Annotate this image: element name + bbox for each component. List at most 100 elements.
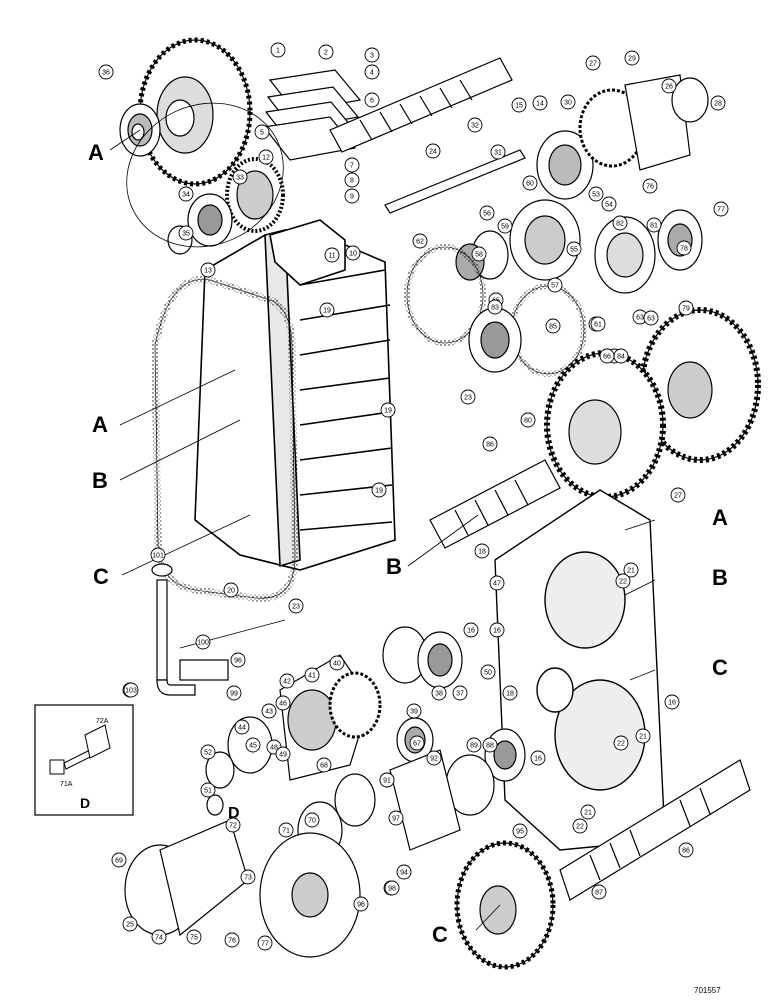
part-number-78: 78 — [680, 246, 688, 253]
part-callout-circle — [642, 178, 658, 194]
part-number-53: 53 — [592, 192, 600, 199]
spur-gear-63 — [639, 307, 761, 463]
part-callout-circle — [223, 582, 239, 598]
housing-gasket — [151, 275, 299, 602]
part-callout-circle — [426, 750, 442, 766]
part-number-21: 21 — [584, 810, 592, 817]
part-callout-circle — [324, 247, 340, 263]
part-callout-circle — [463, 622, 479, 638]
part-number-16: 16 — [467, 628, 475, 635]
part-number-40: 40 — [333, 661, 341, 668]
part-callout-circle — [195, 634, 211, 650]
part-callout-circle — [304, 812, 320, 828]
part-callout-circle — [545, 318, 561, 334]
part-callout-circle — [275, 746, 291, 762]
part-number-67: 67 — [413, 741, 421, 748]
reference-letters: A A B C B A B C C D — [88, 140, 728, 947]
part-number-35: 35 — [182, 231, 190, 238]
part-number-36: 36 — [102, 70, 110, 77]
part-number-94: 94 — [400, 870, 408, 877]
part-callout-circle — [676, 240, 692, 256]
part-callout-circle — [364, 92, 380, 108]
part-callout-circle — [487, 299, 503, 315]
part-number-71: 71 — [282, 828, 290, 835]
part-number-86: 86 — [486, 442, 494, 449]
part-callout-circle — [364, 47, 380, 63]
part-number-3: 3 — [370, 53, 374, 60]
part-callout-circle — [122, 916, 138, 932]
part-number-97: 97 — [392, 816, 400, 823]
part-number-82: 82 — [616, 221, 624, 228]
part-number-16: 16 — [493, 628, 501, 635]
part-callout-circle — [234, 719, 250, 735]
part-callout-circle — [345, 245, 361, 261]
part-callout-circle — [364, 64, 380, 80]
part-number-69: 69 — [115, 858, 123, 865]
part-number-7: 7 — [350, 163, 354, 170]
part-callout-circle — [670, 487, 686, 503]
part-number-28: 28 — [714, 101, 722, 108]
part-callout-circle — [512, 823, 528, 839]
part-number-47: 47 — [493, 581, 501, 588]
part-callout-circle — [431, 685, 447, 701]
part-callout-circle — [257, 935, 273, 951]
part-callout-circle — [275, 695, 291, 711]
part-callout-circle — [178, 225, 194, 241]
part-number-96: 96 — [234, 658, 242, 665]
part-callout-circle — [482, 436, 498, 452]
part-number-18: 18 — [506, 691, 514, 698]
part-callout-circle — [123, 682, 139, 698]
part-number-32: 32 — [471, 123, 479, 130]
part-callout-circle — [279, 673, 295, 689]
part-number-85: 85 — [549, 324, 557, 331]
part-number-4: 4 — [370, 70, 374, 77]
part-number-55: 55 — [570, 247, 578, 254]
part-number-46: 46 — [279, 701, 287, 708]
drawing-number: 701557 — [694, 986, 721, 995]
part-number-87: 87 — [595, 890, 603, 897]
part-callout-circle — [710, 95, 726, 111]
part-callout-circle — [230, 652, 246, 668]
part-callout-circle — [613, 348, 629, 364]
part-callout-circle — [254, 124, 270, 140]
ref-letter-b-mid: B — [92, 468, 108, 493]
rear-cover-plate — [494, 489, 666, 851]
part-number-18: 18 — [478, 549, 486, 556]
part-number-58: 58 — [475, 252, 483, 259]
ref-letter-a-top: A — [88, 140, 104, 165]
part-number-23: 23 — [464, 395, 472, 402]
part-callout-circle — [612, 215, 628, 231]
inset-box-d — [34, 704, 134, 816]
part-number-19: 19 — [323, 308, 331, 315]
part-number-13: 13 — [204, 268, 212, 275]
part-callout-circle — [474, 543, 490, 559]
part-number-16: 16 — [534, 756, 542, 763]
part-number-100: 100 — [197, 640, 209, 647]
part-callout-circle — [344, 188, 360, 204]
part-number-33: 33 — [236, 175, 244, 182]
output-shaft-86 — [559, 759, 751, 901]
part-number-48: 48 — [270, 745, 278, 752]
part-callout-circle — [409, 735, 425, 751]
ref-letter-d-lower: D — [228, 805, 240, 822]
part-number-22: 22 — [576, 824, 584, 831]
part-callout-circle — [226, 685, 242, 701]
part-callout-circle — [615, 573, 631, 589]
part-callout-circle — [623, 562, 639, 578]
part-number-39: 39 — [410, 709, 418, 716]
filler-tube — [151, 563, 229, 696]
part-number-76: 76 — [646, 184, 654, 191]
part-number-88: 88 — [486, 743, 494, 750]
part-number-59: 59 — [501, 224, 509, 231]
upper-right-assembly — [455, 74, 709, 294]
part-number-22: 22 — [617, 741, 625, 748]
ref-letter-b-shaft: B — [386, 554, 402, 579]
part-callout-circle — [520, 412, 536, 428]
part-number-31: 31 — [494, 150, 502, 157]
part-callout-circle — [200, 262, 216, 278]
part-number-21: 21 — [639, 734, 647, 741]
part-number-86: 86 — [682, 848, 690, 855]
part-number-74: 74 — [155, 935, 163, 942]
part-number-1: 1 — [276, 48, 280, 55]
